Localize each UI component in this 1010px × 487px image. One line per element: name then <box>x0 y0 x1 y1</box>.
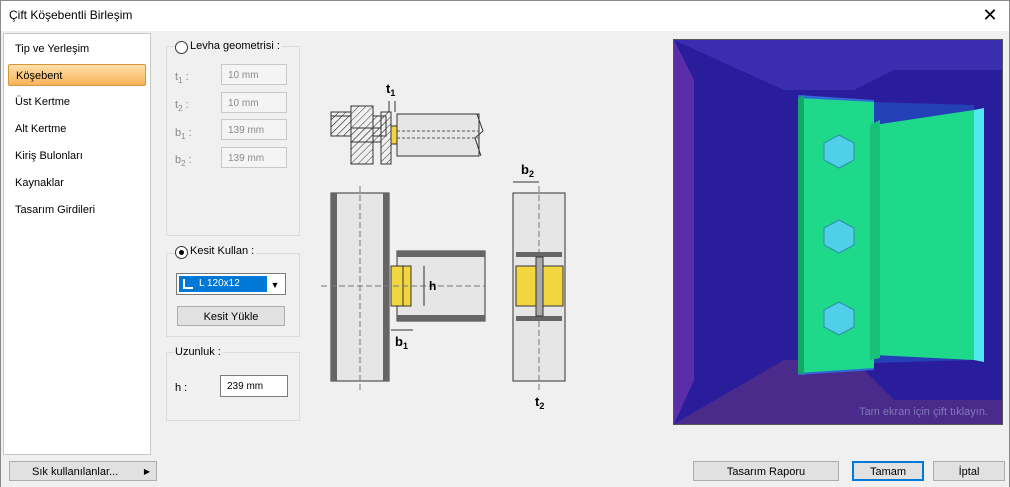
column-flange-line <box>331 193 337 381</box>
preview-hint: Tam ekran için çift tıklayın. <box>859 406 988 418</box>
sidebar-item-kaynaklar[interactable]: Kaynaklar <box>15 177 64 189</box>
ok-button[interactable]: Tamam <box>852 461 924 481</box>
break-line <box>474 113 484 157</box>
column-flange-line-2 <box>383 193 389 381</box>
sidebar-item-tasarim-girdileri[interactable]: Tasarım Girdileri <box>15 204 96 216</box>
3d-model-render <box>674 40 1002 424</box>
column-flange-left <box>330 111 352 137</box>
side-angle-left <box>515 265 537 307</box>
t1-field[interactable]: 10 mm <box>221 64 287 85</box>
favorites-button[interactable]: Sık kullanılanlar... ▶ <box>9 461 157 481</box>
length-h-input[interactable]: 239 mm <box>220 375 288 397</box>
column-flange-right <box>380 111 392 165</box>
angle-leg-right <box>874 110 974 360</box>
t1-dim-label: t1 <box>386 81 395 98</box>
cancel-button[interactable]: İptal <box>933 461 1005 481</box>
beam-plan <box>396 113 480 157</box>
section-select-value: L 120x12 <box>179 276 267 292</box>
side-beam-web <box>535 256 544 317</box>
section-label: Kesit Kullan : <box>188 245 257 257</box>
footer-bar: Sık kullanılanlar... ▶ Tasarım Raporu Ta… <box>1 457 1009 487</box>
h-label: h : <box>175 382 188 394</box>
section-select[interactable]: L 120x12 ▼ <box>176 273 286 295</box>
plan-view: t1 <box>330 81 484 165</box>
side-beam-top <box>516 252 562 257</box>
angle-heel <box>870 120 880 360</box>
connection-diagram: t1 h b1 b2 <box>321 81 566 411</box>
h-dim-label: h <box>429 279 436 293</box>
chevron-down-icon[interactable]: ▼ <box>270 280 280 290</box>
length-label: Uzunluk : <box>173 346 223 358</box>
sidebar-item-kosebent[interactable]: Köşebent <box>8 64 146 86</box>
t1-label: t1 : <box>175 71 189 86</box>
title-bar: Çift Köşebentli Birleşim ✕ <box>1 1 1009 31</box>
bolt-bottom-icon <box>823 301 855 336</box>
b2-dim-label: b2 <box>521 162 534 179</box>
elevation-view: h b1 <box>321 186 486 391</box>
column-web <box>350 127 382 143</box>
t2-label: t2 : <box>175 99 189 114</box>
plate-geometry-radio[interactable] <box>175 41 188 54</box>
sidebar-item-kiris-bulonlari[interactable]: Kiriş Bulonları <box>15 150 83 162</box>
angle-plan-mark <box>390 125 398 145</box>
column-face-left <box>674 40 694 424</box>
b1-field[interactable]: 139 mm <box>221 119 287 140</box>
beam-top-flange <box>397 251 485 257</box>
sidebar-nav: Tip ve Yerleşim Köşebent Üst Kertme Alt … <box>3 33 151 455</box>
angle-section-icon <box>183 279 193 289</box>
side-section-view: b2 t2 <box>512 162 566 411</box>
plate-geometry-label: Levha geometrisi : <box>188 40 282 52</box>
close-icon[interactable]: ✕ <box>982 5 998 25</box>
beam-top-flange-3d <box>674 40 1002 90</box>
chevron-right-icon: ▶ <box>143 467 150 476</box>
b1-dim-label: b1 <box>395 334 408 351</box>
side-beam-bottom <box>516 316 562 321</box>
load-section-button[interactable]: Kesit Yükle <box>177 306 285 326</box>
window-title: Çift Köşebentli Birleşim <box>9 8 133 22</box>
sidebar-item-alt-kertme[interactable]: Alt Kertme <box>15 123 67 135</box>
b2-field[interactable]: 139 mm <box>221 147 287 168</box>
sidebar-item-tip-ve-yerlesim[interactable]: Tip ve Yerleşim <box>15 43 90 55</box>
b2-label: b2 : <box>175 154 192 169</box>
section-radio[interactable] <box>175 246 188 259</box>
t2-dim-label: t2 <box>535 394 544 411</box>
t2-field[interactable]: 10 mm <box>221 92 287 113</box>
bolt-middle-icon <box>823 219 855 254</box>
beam-bottom-flange <box>397 315 485 321</box>
sidebar-item-ust-kertme[interactable]: Üst Kertme <box>15 96 71 108</box>
b1-label: b1 : <box>175 127 192 142</box>
design-report-button[interactable]: Tasarım Raporu <box>693 461 839 481</box>
side-angle-right <box>542 265 564 307</box>
3d-preview[interactable]: Tam ekran için çift tıklayın. <box>673 39 1003 425</box>
beam-bottom-flange-3d <box>674 360 1002 424</box>
angle-edge-left <box>798 95 804 375</box>
angle-edge-right <box>974 108 984 362</box>
bolt-top-icon <box>823 134 855 169</box>
